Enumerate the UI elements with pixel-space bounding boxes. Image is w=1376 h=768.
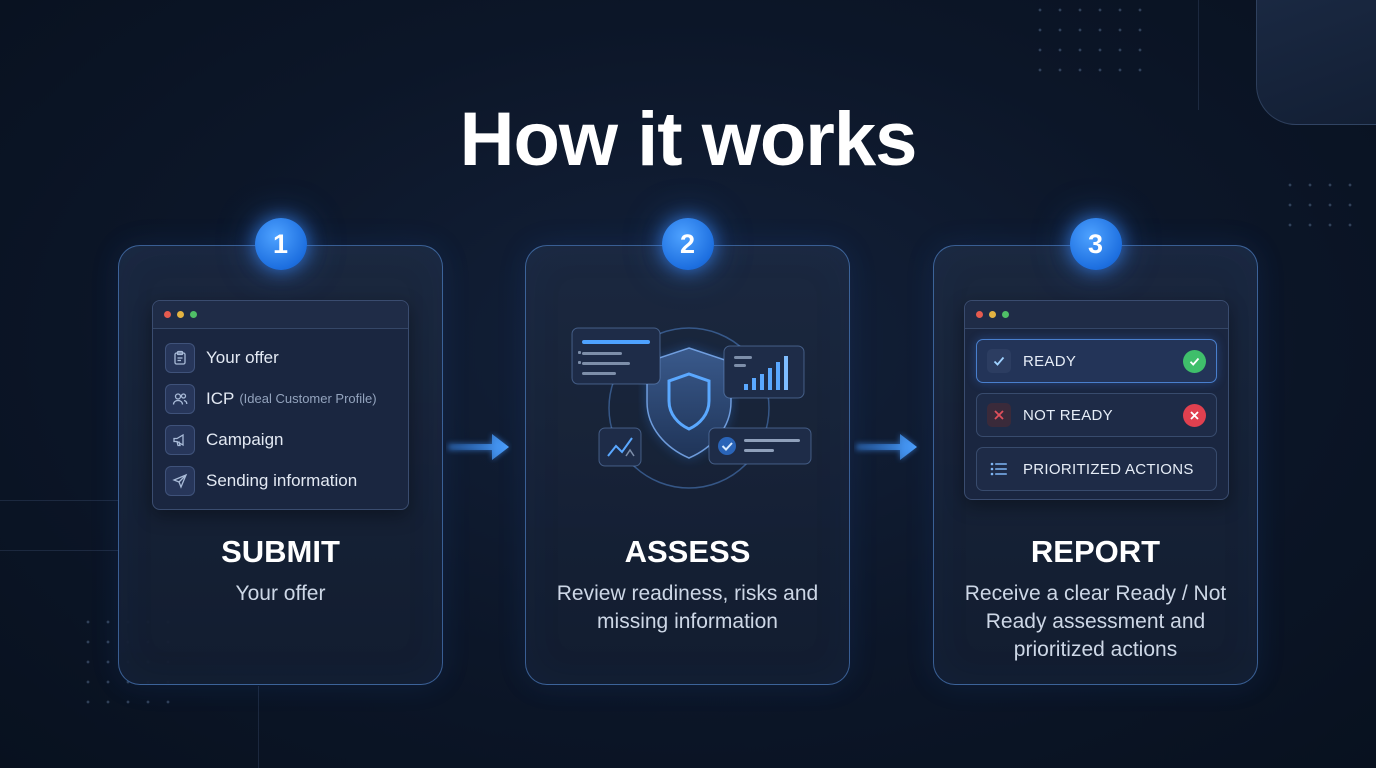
step-title: SUBMIT — [221, 534, 340, 569]
step-card-report: 3 READY NOT READY — [933, 218, 1258, 685]
close-dot-icon — [164, 311, 171, 318]
divider-line — [1198, 0, 1199, 110]
list-icon — [987, 457, 1011, 481]
step-description: Your offer — [235, 582, 326, 605]
step-description: Receive a clear Ready / Not Ready assess… — [964, 582, 1227, 661]
step-card-submit: 1 Your offer ICP (Ideal Customer Profile… — [118, 218, 443, 685]
row-label: READY — [1023, 352, 1077, 370]
megaphone-icon — [165, 424, 195, 455]
window-titlebar — [965, 301, 1228, 329]
item-label: Sending information — [206, 470, 358, 490]
divider-line — [0, 550, 118, 551]
step-number-badge: 3 — [1069, 218, 1122, 270]
step-title: ASSESS — [624, 534, 751, 569]
not-ready-x-icon — [1183, 403, 1206, 427]
maximize-dot-icon — [190, 311, 197, 318]
ready-check-icon — [1183, 349, 1206, 373]
close-dot-icon — [976, 311, 983, 318]
dot-grid-top-right — [1030, 0, 1150, 80]
list-item: Sending information — [153, 460, 408, 501]
check-icon — [987, 349, 1011, 373]
report-row-not-ready: NOT READY — [976, 393, 1217, 437]
orbit-ring — [608, 327, 770, 489]
item-label: Your offer — [206, 347, 279, 367]
report-row-actions: PRIORITIZED ACTIONS — [976, 447, 1217, 491]
page-title: How it works — [459, 97, 918, 182]
trend-icon — [598, 427, 642, 467]
users-icon — [165, 383, 195, 414]
step-description: Review readiness, risks and missing info… — [556, 582, 819, 633]
send-icon — [165, 465, 195, 496]
item-note: (Ideal Customer Profile) — [239, 391, 377, 406]
dot-grid-right — [1280, 175, 1360, 235]
step-title: REPORT — [1030, 534, 1161, 569]
maximize-dot-icon — [1002, 311, 1009, 318]
item-label: Campaign — [206, 429, 284, 449]
shield-icon — [646, 347, 732, 459]
divider-line — [258, 686, 259, 768]
bar-chart-icon — [723, 345, 805, 399]
arrow-right-icon — [856, 434, 917, 460]
step-number-badge: 1 — [254, 218, 307, 270]
step-number-badge: 2 — [661, 218, 714, 270]
report-window: READY NOT READY — [964, 300, 1229, 500]
row-label: NOT READY — [1023, 406, 1113, 424]
submit-window: Your offer ICP (Ideal Customer Profile) … — [152, 300, 409, 510]
checklist-icon — [708, 427, 812, 465]
minimize-dot-icon — [989, 311, 996, 318]
arrow-right-icon — [448, 434, 509, 460]
assess-illustration — [571, 327, 812, 489]
document-lines-icon — [571, 327, 661, 385]
divider-line — [0, 500, 118, 501]
report-row-ready: READY — [976, 339, 1217, 383]
x-icon — [987, 403, 1011, 427]
item-label: ICP — [206, 388, 235, 408]
list-item: ICP (Ideal Customer Profile) — [153, 378, 408, 419]
minimize-dot-icon — [177, 311, 184, 318]
clipboard-icon — [165, 342, 195, 373]
list-item: Your offer — [153, 337, 408, 378]
step-card-assess: 2 — [525, 218, 850, 685]
list-item: Campaign — [153, 419, 408, 460]
row-label: PRIORITIZED ACTIONS — [1023, 460, 1194, 478]
window-titlebar — [153, 301, 408, 329]
